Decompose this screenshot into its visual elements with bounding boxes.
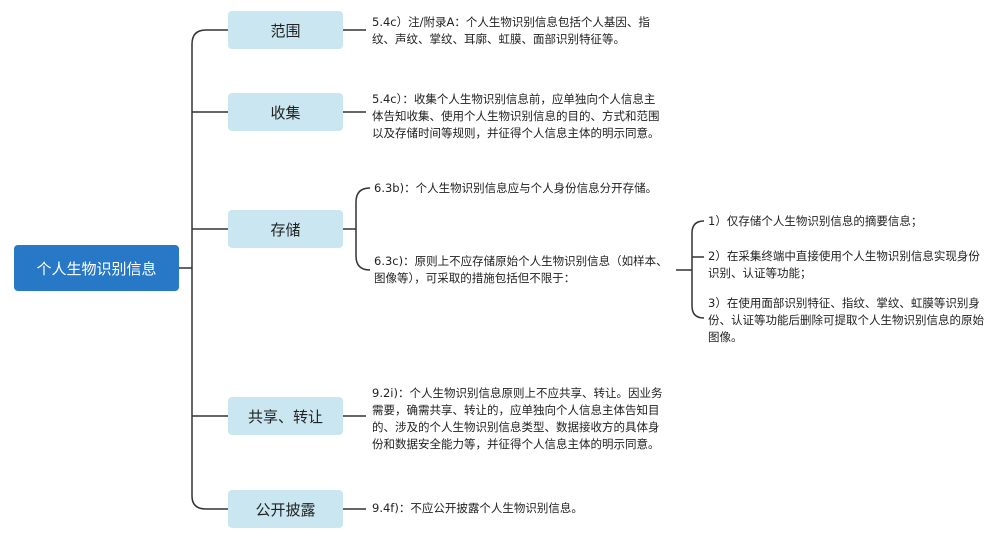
note-collection: 5.4c）：收集个人生物识别信息前，应单独向个人信息主 体告知收集、使用个人生物… bbox=[372, 91, 660, 142]
root-node: 个人生物识别信息 bbox=[14, 245, 179, 291]
note-line: 的、涉及的个人生物识别信息类型、数据接收方的具体身 bbox=[372, 420, 660, 434]
note-line: 5.4c）注/附录A：个人生物识别信息包括个人基因、指 bbox=[372, 15, 650, 29]
subnote-2: 2）在采集终端中直接使用个人生物识别信息实现身份 识别、认证等功能； bbox=[708, 248, 980, 282]
branch-node-scope: 范围 bbox=[228, 11, 343, 49]
note-scope: 5.4c）注/附录A：个人生物识别信息包括个人基因、指 纹、声纹、掌纹、耳廓、虹… bbox=[372, 14, 650, 48]
branch-node-sharing: 共享、转让 bbox=[228, 397, 343, 435]
note-line: 9.2i)：个人生物识别信息原则上不应共享、转让。因业务 bbox=[372, 386, 663, 400]
note-line: 3）在使用面部识别特征、指纹、掌纹、虹膜等识别身 bbox=[708, 296, 980, 310]
note-line: 纹、声纹、掌纹、耳廓、虹膜、面部识别特征等。 bbox=[372, 32, 625, 46]
note-storage-6-3c: 6.3c)：原则上不应存储原始个人生物识别信息（如样本、 图像等），可采取的措施… bbox=[374, 253, 668, 287]
note-line: 图像。 bbox=[708, 330, 743, 344]
subnote-3: 3）在使用面部识别特征、指纹、掌纹、虹膜等识别身 份、认证等功能后删除可提取个人… bbox=[708, 295, 984, 346]
note-disclosure: 9.4f)：不应公开披露个人生物识别信息。 bbox=[372, 500, 583, 517]
note-line: 6.3b)：个人生物识别信息应与个人身份信息分开存储。 bbox=[374, 181, 658, 195]
note-line: 识别、认证等功能； bbox=[708, 266, 812, 280]
note-line: 份和数据安全能力等，并征得个人信息主体的明示同意。 bbox=[372, 437, 660, 451]
branch-node-collection: 收集 bbox=[228, 93, 343, 131]
note-line: 需要，确需共享、转让的，应单独向个人信息主体告知目 bbox=[372, 403, 660, 417]
note-line: 图像等），可采取的措施包括但不限于： bbox=[374, 271, 576, 285]
note-storage-6-3b: 6.3b)：个人生物识别信息应与个人身份信息分开存储。 bbox=[374, 180, 657, 197]
subnote-1: 1）仅存储个人生物识别信息的摘要信息； bbox=[708, 213, 922, 230]
branch-node-disclosure: 公开披露 bbox=[228, 490, 343, 528]
note-sharing: 9.2i)：个人生物识别信息原则上不应共享、转让。因业务 需要，确需共享、转让的… bbox=[372, 385, 662, 453]
note-line: 6.3c)：原则上不应存储原始个人生物识别信息（如样本、 bbox=[374, 254, 668, 268]
note-line: 5.4c）：收集个人生物识别信息前，应单独向个人信息主 bbox=[372, 92, 656, 106]
branch-node-storage: 存储 bbox=[228, 210, 343, 248]
note-line: 份、认证等功能后删除可提取个人生物识别信息的原始 bbox=[708, 313, 984, 327]
note-line: 1）仅存储个人生物识别信息的摘要信息； bbox=[708, 214, 923, 228]
note-line: 以及存储时间等规则，并征得个人信息主体的明示同意。 bbox=[372, 126, 660, 140]
note-line: 9.4f)：不应公开披露个人生物识别信息。 bbox=[372, 501, 583, 515]
note-line: 体告知收集、使用个人生物识别信息的目的、方式和范围 bbox=[372, 109, 660, 123]
note-line: 2）在采集终端中直接使用个人生物识别信息实现身份 bbox=[708, 249, 980, 263]
